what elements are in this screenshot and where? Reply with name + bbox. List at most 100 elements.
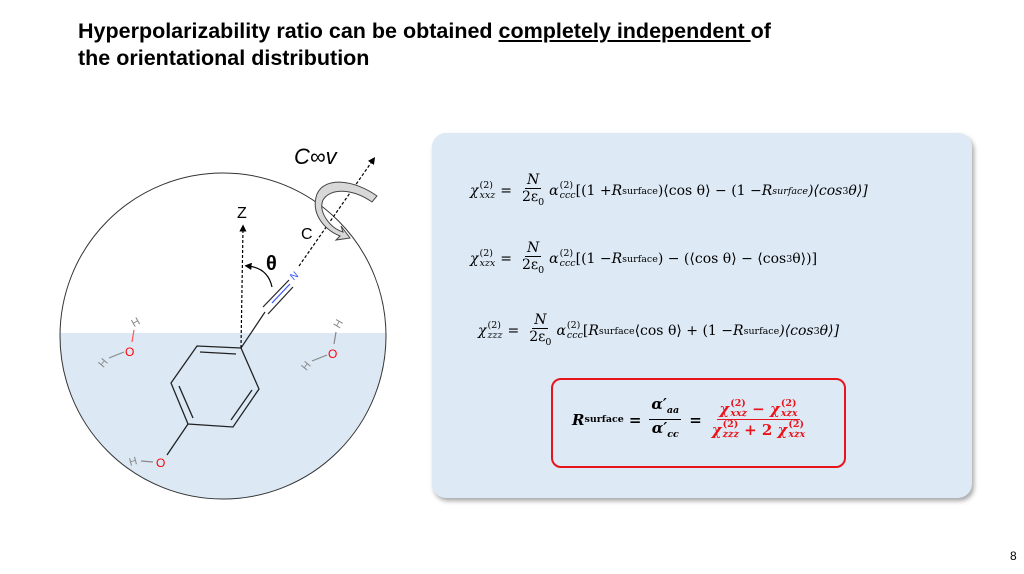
superscript: 3	[842, 185, 849, 197]
nitrile-bond	[240, 279, 294, 349]
page-number: 8	[1010, 549, 1017, 563]
alpha-ratio-fraction: α′aa α′cc	[649, 395, 682, 443]
subscript: surface	[622, 185, 658, 197]
z-axis	[239, 224, 247, 349]
rotation-arrow-icon	[314, 181, 378, 241]
hydrogen-atom: H	[332, 318, 346, 331]
equals-sign: =	[689, 410, 702, 429]
title-text: Hyperpolarizability ratio can be obtaine…	[78, 19, 499, 43]
denominator: 2ε0	[520, 257, 546, 279]
numerator: N	[532, 312, 549, 329]
water-region	[60, 333, 386, 499]
eq-text: )⟨cos θ⟩ − (1 −	[657, 183, 762, 200]
r-symbol: R	[611, 251, 623, 268]
chi-symbol: χ	[777, 421, 788, 439]
subscript: ccc	[559, 258, 576, 270]
equals-sign: =	[628, 410, 642, 429]
title-text-line2: the orientational distribution	[78, 46, 370, 70]
superscript: (2)	[487, 320, 501, 332]
eq-text: θ⟩]	[819, 323, 840, 340]
superscript: (2)	[780, 398, 797, 409]
den-sub: 0	[545, 336, 552, 348]
alpha-symbol: α′	[651, 395, 667, 413]
subscript: surface	[743, 325, 780, 337]
superscript: (2)	[730, 398, 746, 409]
eq-text: [(1 −	[575, 251, 612, 268]
numerator: N	[524, 172, 542, 189]
eq-text: ) − (⟨cos θ⟩ − ⟨cos	[657, 251, 787, 268]
r-symbol: R	[733, 323, 744, 340]
subscript: xzx	[788, 429, 806, 440]
superscript: 3	[786, 253, 793, 265]
molecular-axis	[298, 157, 376, 267]
benzene-ring	[166, 345, 260, 456]
slide-title: Hyperpolarizability ratio can be obtaine…	[78, 18, 958, 72]
alpha-symbol: α	[556, 323, 566, 340]
equals-sign: =	[500, 183, 512, 200]
chi-symbol: χ	[470, 251, 479, 268]
r-symbol: R	[761, 183, 773, 200]
symmetry-label: C∞v	[294, 144, 339, 169]
denominator: α′cc	[650, 420, 681, 443]
den-text: 2ε	[529, 329, 546, 345]
subscript: zzz	[487, 330, 503, 342]
subscript: xxz	[479, 190, 496, 202]
superscript: 3	[813, 325, 820, 337]
chi-symbol: χ	[719, 400, 730, 418]
denominator: χ(2)zzz + 2 χ(2)xzx	[710, 420, 807, 440]
z-label: Z	[237, 205, 247, 222]
alpha-symbol: α′	[651, 419, 668, 437]
eq-text: )⟨cos	[779, 323, 814, 340]
denominator: 2ε0	[527, 329, 553, 351]
subscript: surface	[622, 253, 658, 265]
alpha-symbol: α	[549, 251, 559, 268]
numerator: N	[524, 240, 542, 257]
subscript: ccc	[559, 190, 576, 202]
equals-sign: =	[507, 323, 520, 340]
subscript: surface	[772, 185, 808, 197]
subscript: xxz	[730, 408, 747, 419]
title-text: of	[750, 19, 771, 43]
chi-symbol: χ	[711, 421, 722, 439]
hydrogen-atom: H	[130, 316, 143, 330]
eq-text: ⟨cos θ⟩ + (1 −	[634, 323, 734, 340]
subscript: cc	[667, 429, 679, 440]
denominator: 2ε0	[520, 189, 546, 211]
superscript: (2)	[479, 180, 493, 192]
plus-two: + 2	[744, 421, 773, 439]
alpha-symbol: α	[549, 183, 559, 200]
theta-arc	[244, 262, 273, 288]
c-label: C	[301, 226, 313, 243]
subscript: surface	[584, 414, 624, 425]
eq-text: [	[582, 323, 589, 340]
oxygen-atom: O	[125, 345, 134, 359]
title-underlined-text: completely independent	[498, 19, 751, 43]
molecule-diagram: N Z θ C C∞v O H O H H O H H	[59, 144, 387, 500]
oxygen-atom: O	[328, 347, 337, 361]
eq-text: θ⟩)]	[792, 251, 818, 268]
eq-text: [(1 +	[575, 183, 612, 200]
eq-text: θ⟩]	[848, 183, 868, 200]
den-text: 2ε	[521, 189, 539, 205]
superscript: (2)	[722, 419, 739, 430]
superscript: (2)	[566, 320, 581, 332]
subscript: ccc	[566, 330, 583, 342]
subscript: zzz	[722, 429, 739, 440]
superscript: (2)	[559, 180, 574, 192]
r-symbol: R	[588, 323, 599, 340]
equations-panel	[432, 133, 972, 498]
oxygen-atom: O	[156, 456, 165, 470]
den-sub: 0	[538, 196, 545, 208]
r-symbol: R	[611, 183, 623, 200]
chi-symbol: χ	[470, 183, 479, 200]
chi-ratio-fraction: χ(2)xxz − χ(2)xzx χ(2)zzz + 2 χ(2)xzx	[710, 399, 807, 440]
subscript: xzx	[479, 258, 496, 270]
nitrogen-atom: N	[288, 270, 301, 283]
den-sub: 0	[538, 264, 545, 276]
oh-bond	[140, 460, 154, 463]
